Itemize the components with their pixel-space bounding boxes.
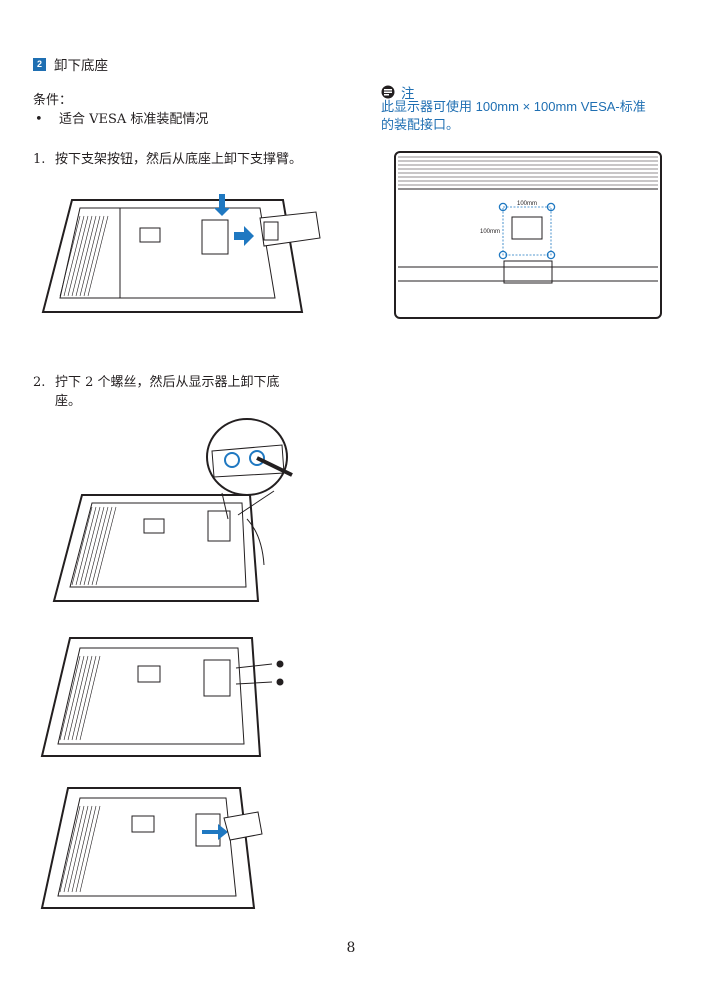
conditions-item-text: 适合 VESA 标准装配情况 xyxy=(59,112,209,127)
note-text: 此显示器可使用 100mm × 100mm VESA-标准 的装配接口。 xyxy=(381,98,681,134)
section-heading: 2 卸下底座 xyxy=(33,54,108,74)
vesa-vertical-label: 100mm xyxy=(480,229,500,235)
note-title: 注 xyxy=(401,86,415,102)
note-heading: 注 xyxy=(381,82,415,102)
step-2-screws-removed-figure xyxy=(40,637,284,757)
page-number: 8 xyxy=(346,940,356,956)
step-2-text-line1: 拧下 2 个螺丝，然后从显示器上卸下底 xyxy=(55,375,280,390)
note-text-line1: 此显示器可使用 100mm × 100mm VESA-标准 xyxy=(381,99,646,114)
step-2-unscrew-figure xyxy=(52,418,293,602)
step-2-number: 2. xyxy=(33,375,46,390)
step-1-base-figure xyxy=(41,194,321,313)
conditions-label: 条件： xyxy=(33,93,73,108)
section-number-badge: 2 xyxy=(33,57,46,71)
step-1-number: 1. xyxy=(33,152,46,167)
step-1: 1. 按下支架按钮，然后从底座上卸下支撑臂。 xyxy=(33,150,302,169)
step-2: 2. 拧下 2 个螺丝，然后从显示器上卸下底 座。 xyxy=(33,373,280,411)
vesa-horizontal-label: 100mm xyxy=(517,201,537,207)
step-1-text: 按下支架按钮，然后从底座上卸下支撑臂。 xyxy=(55,152,303,167)
step-2-remove-base-figure xyxy=(40,787,263,909)
step-2-text-line2: 座。 xyxy=(55,394,82,409)
conditions-item: • 适合 VESA 标准装配情况 xyxy=(33,110,208,129)
monitor-back-vesa-figure: 100mm 100mm xyxy=(394,151,662,319)
note-icon xyxy=(381,85,395,99)
note-text-line2: 的装配接口。 xyxy=(381,117,460,132)
bullet: • xyxy=(35,112,43,127)
section-title: 卸下底座 xyxy=(54,58,108,74)
